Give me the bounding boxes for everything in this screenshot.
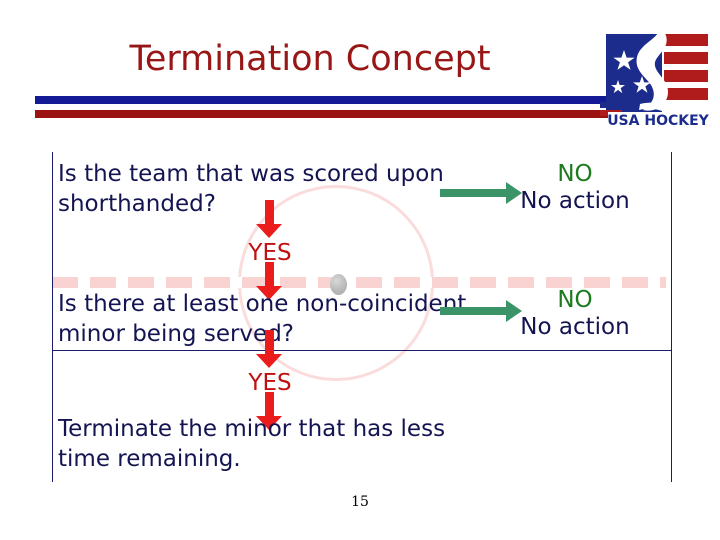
header-rule-red <box>35 110 615 118</box>
no-action-text-1: No action <box>520 188 630 214</box>
down-arrow-icon-2 <box>256 262 282 300</box>
page-number: 15 <box>351 494 369 510</box>
rink-center-line-watermark <box>52 277 666 288</box>
no-label-1: NO <box>557 161 593 187</box>
down-arrow-icon-4 <box>256 392 282 430</box>
down-arrow-icon-3 <box>256 330 282 368</box>
page-title: Termination Concept <box>129 39 491 79</box>
flow-outcome-3: Terminate the minor that has less time r… <box>58 416 446 472</box>
yes-label-1: YES <box>248 240 292 266</box>
header-rule-blue <box>35 96 615 104</box>
yes-label-2: YES <box>248 370 292 396</box>
rink-faceoff-dot-watermark <box>330 274 347 295</box>
right-arrow-icon-1 <box>440 182 522 204</box>
usa-hockey-logo: USA HOCKEY <box>600 18 712 130</box>
no-action-text-2: No action <box>520 314 630 340</box>
flow-question-1: Is the team that was scored upon shortha… <box>58 161 444 217</box>
content-frame-left-border <box>52 152 53 482</box>
content-frame-right-border <box>671 152 672 482</box>
no-label-2: NO <box>557 287 593 313</box>
content-frame-divider <box>52 350 672 351</box>
right-arrow-icon-2 <box>440 300 522 322</box>
flow-question-2: Is there at least one non-coincident min… <box>58 291 467 347</box>
usa-hockey-wordmark: USA HOCKEY <box>607 113 709 129</box>
down-arrow-icon-1 <box>256 200 282 238</box>
